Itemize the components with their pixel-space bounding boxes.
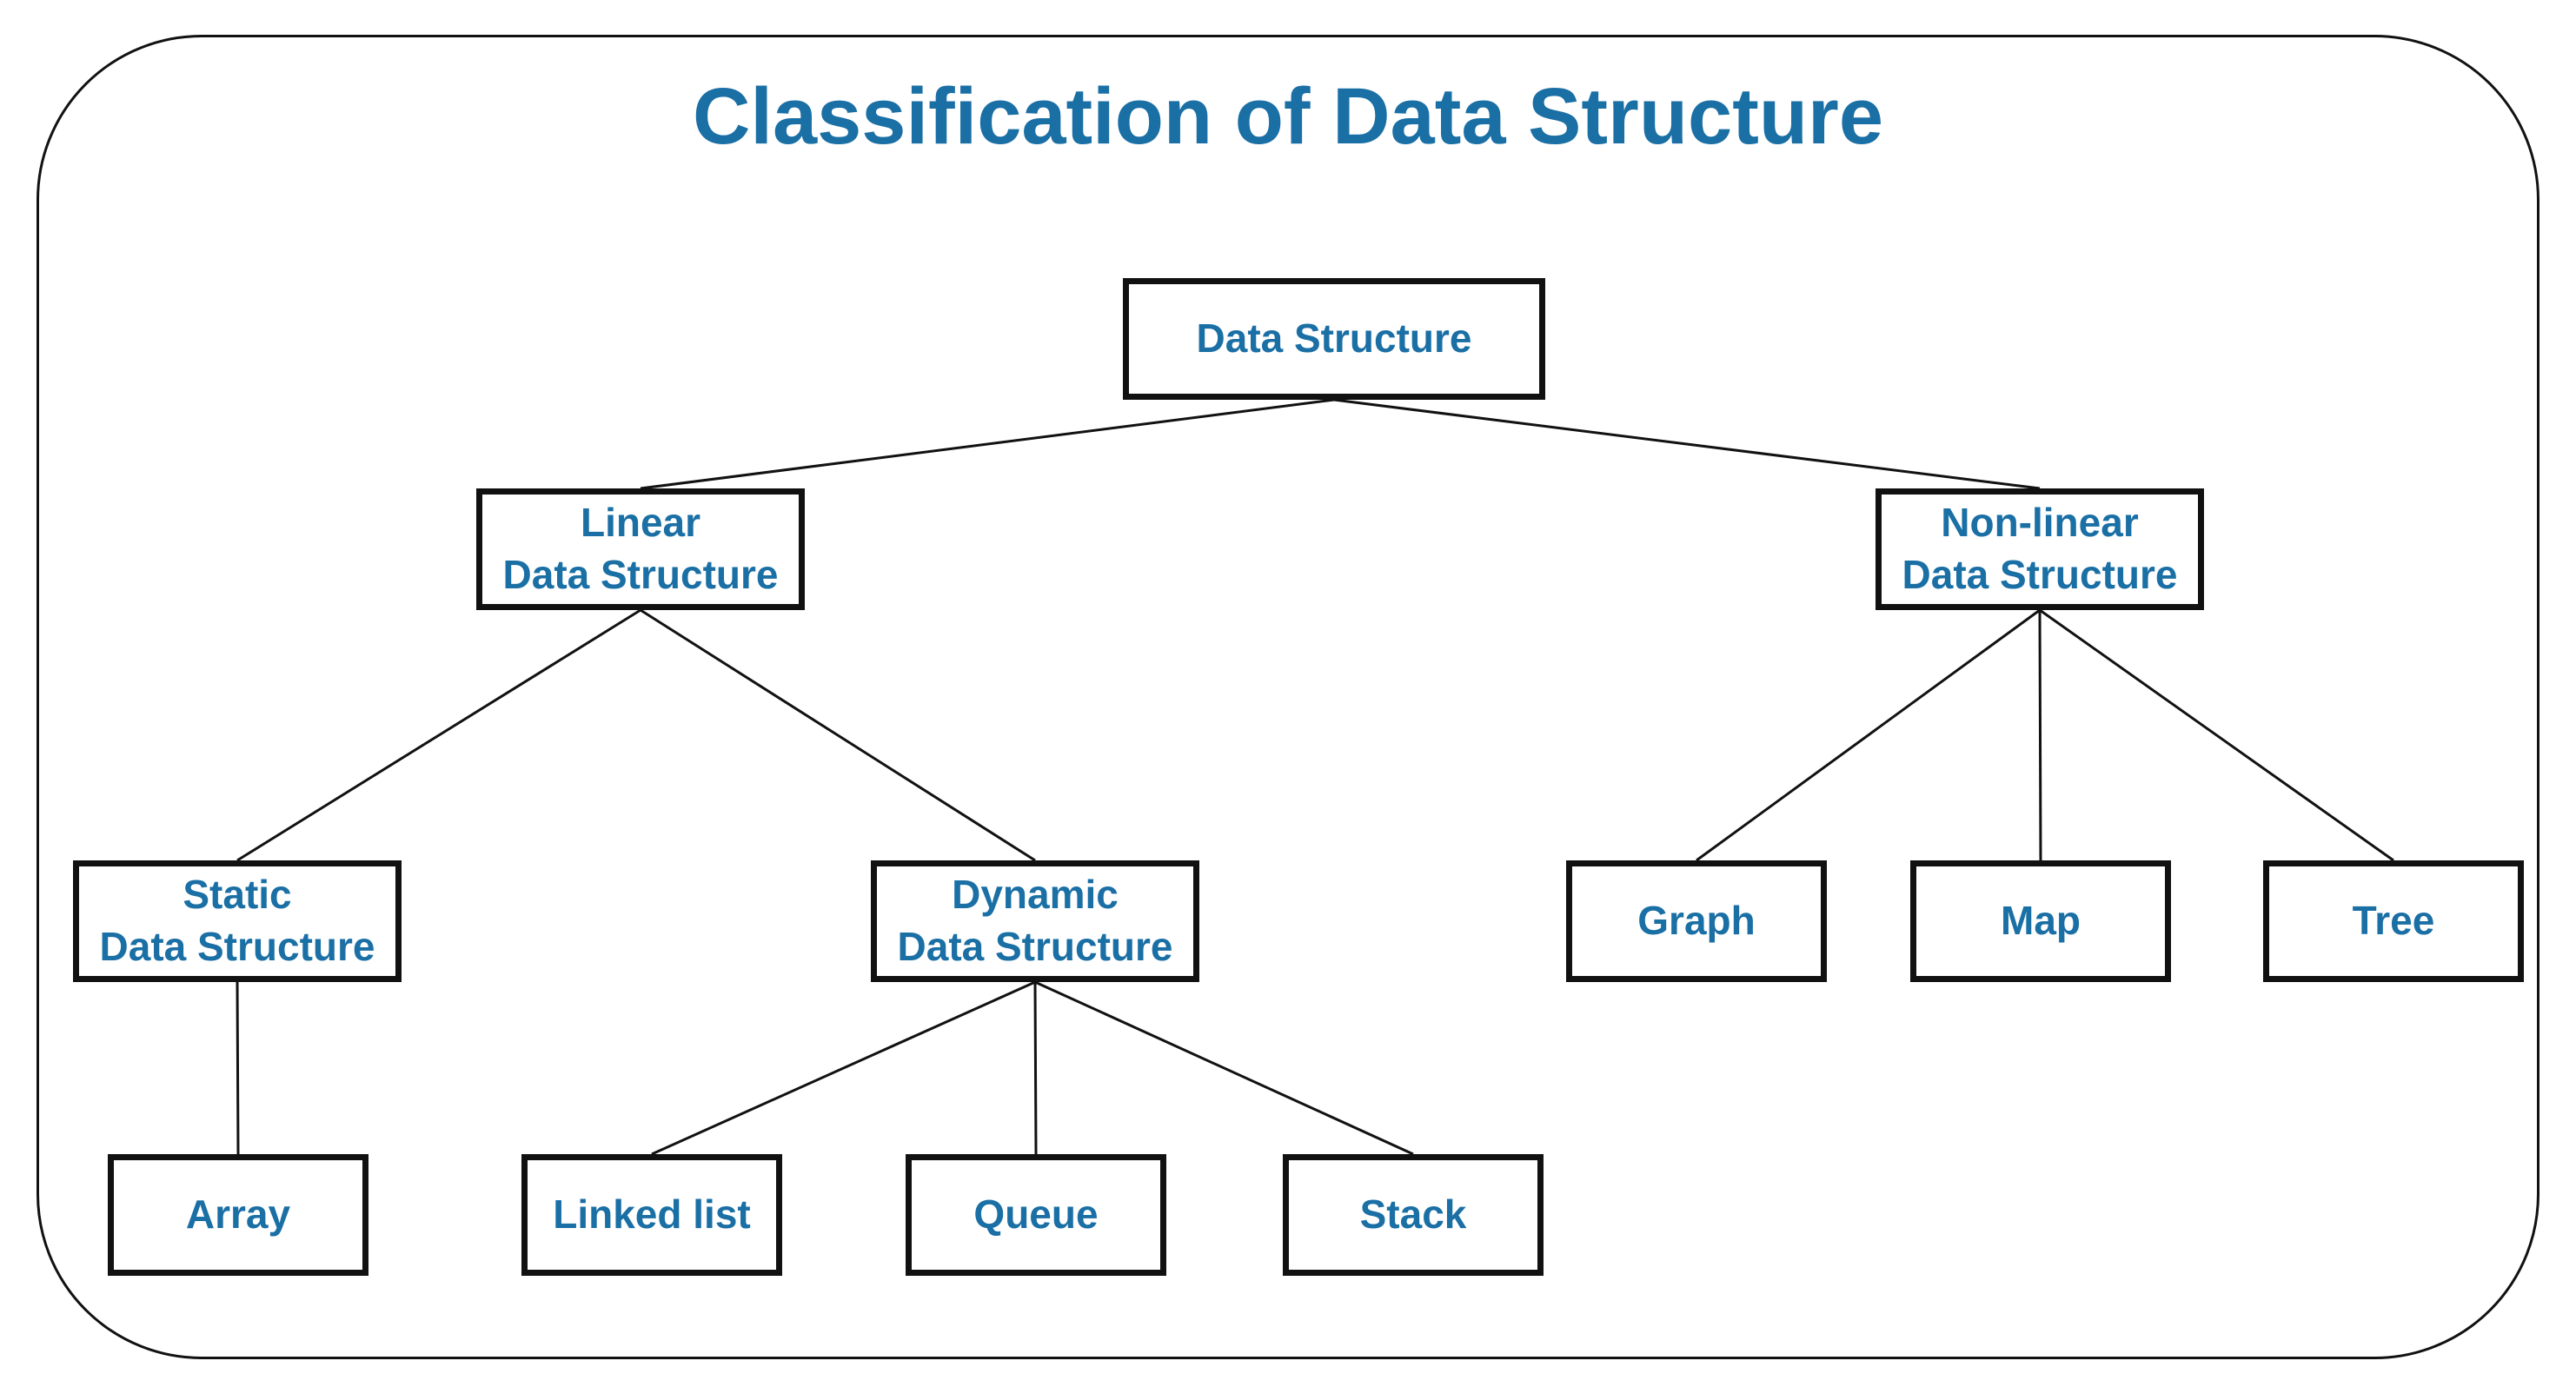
connector-linear-to-static bbox=[236, 608, 641, 862]
node-graph: Graph bbox=[1566, 860, 1827, 982]
node-label-line1: Static bbox=[183, 872, 292, 918]
connector-nonlinear-to-tree bbox=[2039, 608, 2394, 862]
node-label: Tree bbox=[2352, 898, 2435, 944]
node-tree: Tree bbox=[2263, 860, 2524, 982]
node-linear-data-structure: Linear Data Structure bbox=[476, 488, 805, 610]
connector-dynamic-to-queue bbox=[1033, 981, 1038, 1155]
node-label: Map bbox=[2001, 898, 2081, 944]
node-static-data-structure: Static Data Structure bbox=[73, 860, 402, 982]
connector-static-to-array bbox=[236, 981, 240, 1155]
node-label: Linked list bbox=[553, 1192, 751, 1238]
node-label: Queue bbox=[973, 1192, 1099, 1238]
node-data-structure: Data Structure bbox=[1123, 278, 1545, 400]
connector-dynamic-to-stack bbox=[1034, 980, 1414, 1156]
node-queue: Queue bbox=[906, 1154, 1166, 1276]
node-label-line2: Data Structure bbox=[502, 552, 779, 597]
connector-nonlinear-to-graph bbox=[1696, 608, 2041, 862]
diagram-frame bbox=[37, 35, 2539, 1359]
node-non-linear-data-structure: Non-linear Data Structure bbox=[1876, 488, 2204, 610]
connector-dynamic-to-linkedlist bbox=[651, 980, 1036, 1156]
connector-root-to-linear bbox=[640, 398, 1335, 490]
diagram-title: Classification of Data Structure bbox=[692, 72, 1884, 161]
node-label-line1: Dynamic bbox=[952, 872, 1119, 918]
node-map: Map bbox=[1910, 860, 2171, 982]
connector-linear-to-dynamic bbox=[640, 608, 1036, 862]
node-label-line2: Data Structure bbox=[897, 924, 1173, 969]
connector-nonlinear-to-map bbox=[2038, 609, 2042, 861]
node-label: Data Structure bbox=[1196, 315, 1472, 362]
node-dynamic-data-structure: Dynamic Data Structure bbox=[871, 860, 1199, 982]
node-label-line2: Data Structure bbox=[1902, 552, 2178, 597]
node-label-line1: Non-linear bbox=[1941, 500, 2139, 546]
node-label-line2: Data Structure bbox=[99, 924, 375, 969]
node-array: Array bbox=[108, 1154, 368, 1276]
node-label-line1: Linear bbox=[580, 500, 701, 546]
node-label: Array bbox=[185, 1192, 291, 1238]
connector-root-to-nonlinear bbox=[1333, 398, 2041, 490]
node-linked-list: Linked list bbox=[521, 1154, 782, 1276]
node-label: Graph bbox=[1637, 898, 1756, 944]
node-label: Stack bbox=[1359, 1192, 1467, 1238]
node-stack: Stack bbox=[1283, 1154, 1544, 1276]
